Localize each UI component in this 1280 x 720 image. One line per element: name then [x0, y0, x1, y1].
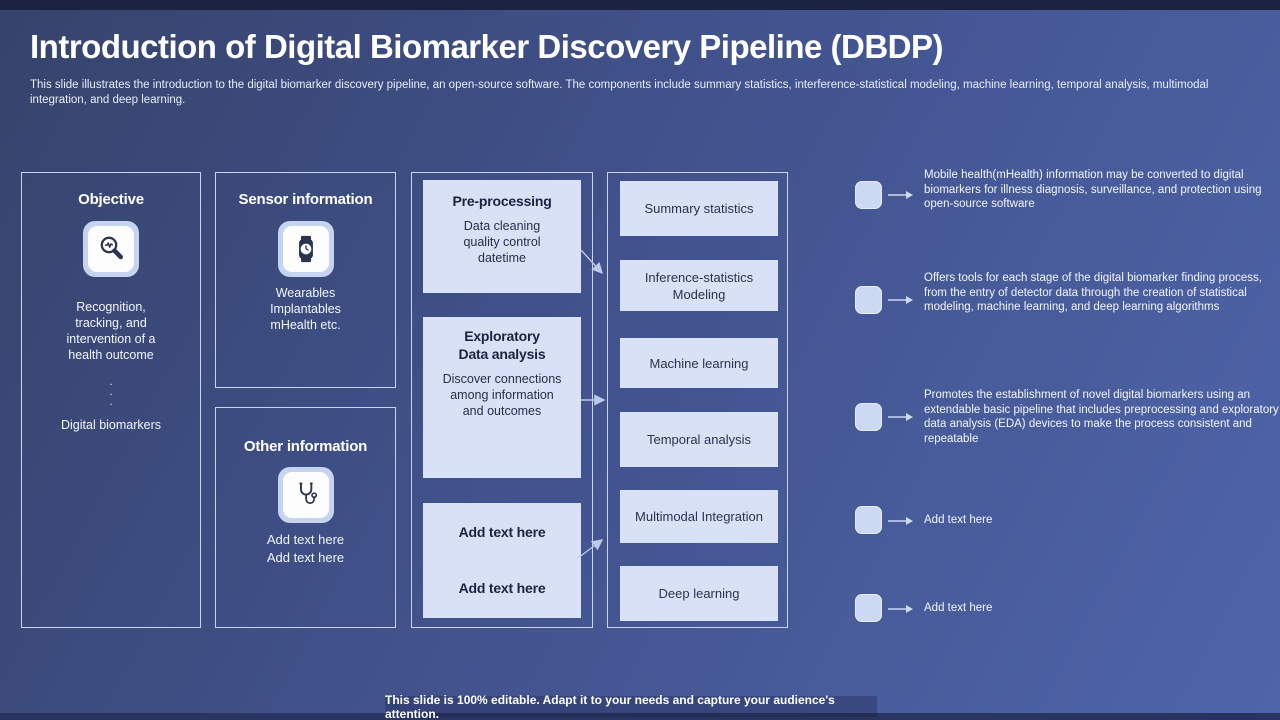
right-arrow-icon: [888, 605, 913, 613]
step-multimodal-integration: Multimodal Integration: [620, 490, 778, 543]
sensor-title: Sensor information: [238, 191, 373, 208]
exploratory-title: Exploratory Data analysis: [458, 328, 546, 362]
step-summary-statistics: Summary statistics: [620, 181, 778, 236]
right-arrow-icon: [888, 296, 913, 304]
stethoscope-icon: [277, 467, 334, 523]
annotation-row-3: Promotes the establishment of novel digi…: [855, 388, 1280, 446]
pipeline-column: Summary statistics Inference-statistics …: [607, 172, 788, 628]
annotation-row-2: Offers tools for each stage of the digit…: [855, 271, 1280, 315]
objective-dots: . . .: [109, 376, 113, 408]
objective-body: Recognition, tracking, and intervention …: [66, 300, 156, 362]
preprocessing-body: Data cleaning quality control datetime: [463, 219, 541, 265]
objective-title: Objective: [78, 191, 144, 208]
other-information-box: Other information Add text here Add text…: [215, 407, 396, 628]
exploratory-card: Exploratory Data analysis Discover conne…: [423, 317, 581, 478]
annotation-tile-icon: [855, 286, 882, 314]
add-text-line-2[interactable]: Add text here: [458, 580, 546, 596]
preprocessing-title: Pre-processing: [452, 193, 552, 209]
step-inference-statistics-modeling: Inference-statistics Modeling: [620, 260, 778, 311]
annotation-text: Offers tools for each stage of the digit…: [924, 272, 1262, 313]
bottom-accent-bar: [0, 713, 1280, 720]
other-body[interactable]: Add text here Add text here: [266, 532, 345, 565]
sensor-body: Wearables Implantables mHealth etc.: [270, 286, 341, 332]
right-arrow-icon: [888, 191, 913, 199]
annotation-row-1: Mobile health(mHealth) information may b…: [855, 168, 1280, 212]
sensor-information-box: Sensor information Wearables Implantable…: [215, 172, 396, 388]
step-machine-learning: Machine learning: [620, 338, 778, 388]
exploratory-body: Discover connections among information a…: [442, 372, 562, 418]
annotation-text[interactable]: Add text here: [924, 602, 993, 614]
right-arrow-icon: [888, 517, 913, 525]
right-arrow-icon: [888, 413, 913, 421]
slide-description: This slide illustrates the introduction …: [30, 79, 1209, 106]
annotation-text: Promotes the establishment of novel digi…: [924, 389, 1279, 445]
footer-band: This slide is 100% editable. Adapt it to…: [385, 692, 877, 720]
add-text-line-1[interactable]: Add text here: [458, 524, 546, 540]
preprocessing-card: Pre-processing Data cleaning quality con…: [423, 180, 581, 293]
other-title: Other information: [243, 438, 368, 455]
annotation-tile-icon: [855, 403, 882, 431]
add-text-card[interactable]: Add text here Add text here: [423, 503, 581, 618]
magnifier-pulse-icon: [83, 221, 139, 277]
annotation-row-5: Add text here: [855, 594, 1280, 622]
top-accent-bar: [0, 0, 1280, 10]
footer-text: This slide is 100% editable. Adapt it to…: [385, 692, 835, 720]
annotation-tile-icon: [855, 181, 882, 209]
annotation-row-4: Add text here: [855, 506, 1280, 534]
page-title: Introduction of Digital Biomarker Discov…: [30, 28, 943, 65]
annotation-tile-icon: [855, 594, 882, 622]
annotation-text: Mobile health(mHealth) information may b…: [924, 169, 1262, 210]
step-deep-learning: Deep learning: [620, 566, 778, 621]
annotation-text[interactable]: Add text here: [924, 514, 993, 526]
objective-box: Objective Recognition, tracking, and int…: [21, 172, 201, 628]
objective-footer-label: Digital biomarkers: [60, 418, 162, 432]
smartwatch-icon: [277, 221, 334, 277]
annotation-tile-icon: [855, 506, 882, 534]
step-temporal-analysis: Temporal analysis: [620, 412, 778, 467]
